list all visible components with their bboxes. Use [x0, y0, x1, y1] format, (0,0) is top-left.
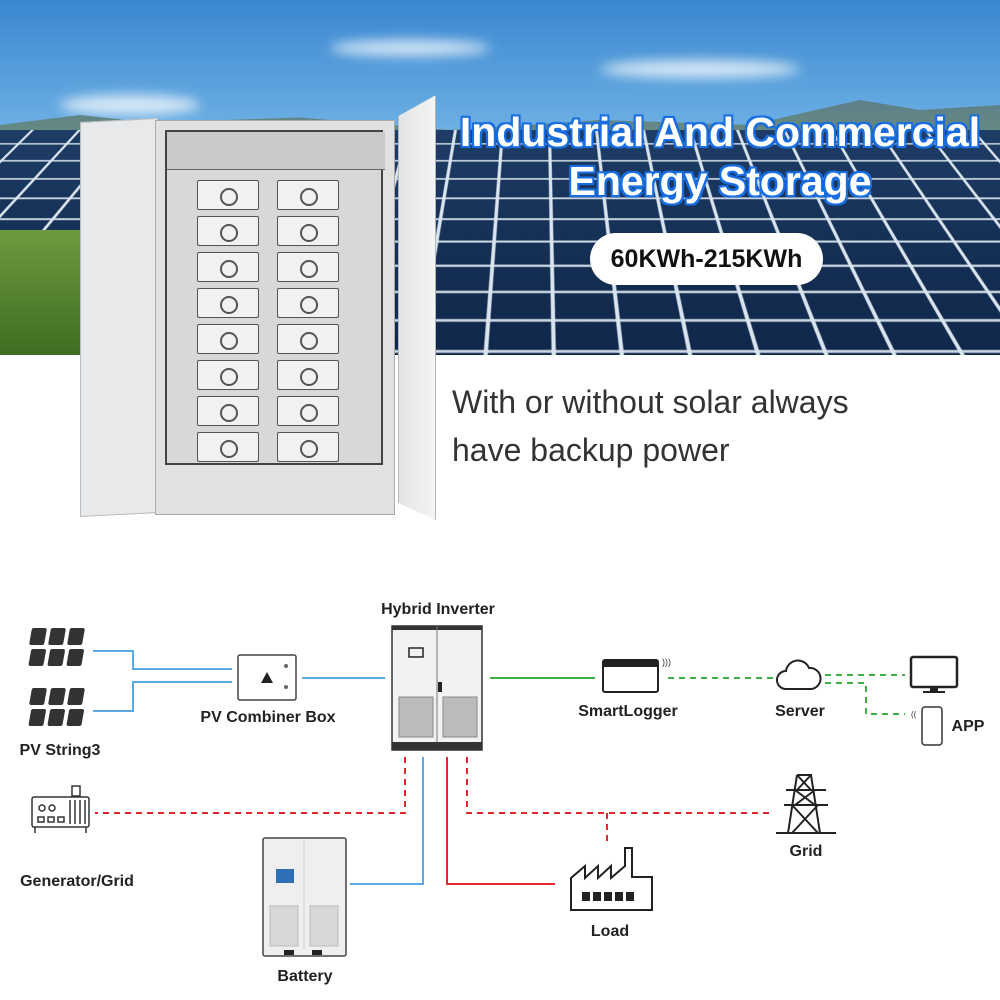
svg-text:))): ))) — [662, 657, 671, 667]
ac-line-load — [447, 757, 555, 884]
battery-cabinet-icon — [263, 838, 346, 956]
smartlogger-icon: ))) — [603, 657, 671, 692]
label-generator-grid: Generator/Grid — [20, 873, 134, 890]
smartphone-icon: (( — [911, 707, 942, 745]
combiner-box-icon — [238, 655, 296, 700]
label-combiner-box: PV Combiner Box — [200, 709, 335, 726]
label-hybrid-inverter: Hybrid Inverter — [381, 601, 495, 618]
label-pv-string: PV String3 — [20, 742, 101, 759]
label-smartlogger: SmartLogger — [578, 703, 678, 720]
svg-text:((: (( — [911, 710, 917, 719]
generator-icon — [32, 786, 89, 833]
label-load: Load — [591, 923, 629, 940]
dc-line-pv2 — [93, 682, 232, 711]
label-app: APP — [952, 718, 985, 735]
label-server: Server — [775, 703, 825, 720]
label-grid: Grid — [790, 843, 823, 860]
cloud-server-icon — [777, 661, 821, 689]
comm-line-server-app — [825, 683, 905, 714]
ac-line-grid — [467, 757, 773, 813]
dc-line-battery — [350, 757, 423, 884]
hybrid-inverter-icon — [392, 626, 482, 750]
label-battery: Battery — [277, 968, 332, 985]
ac-line-generator — [95, 757, 405, 813]
factory-load-icon — [571, 848, 652, 910]
solar-panel-icon — [28, 628, 85, 726]
transmission-tower-icon — [776, 775, 836, 833]
computer-monitor-icon — [911, 657, 957, 693]
dc-line-pv1 — [93, 651, 232, 669]
